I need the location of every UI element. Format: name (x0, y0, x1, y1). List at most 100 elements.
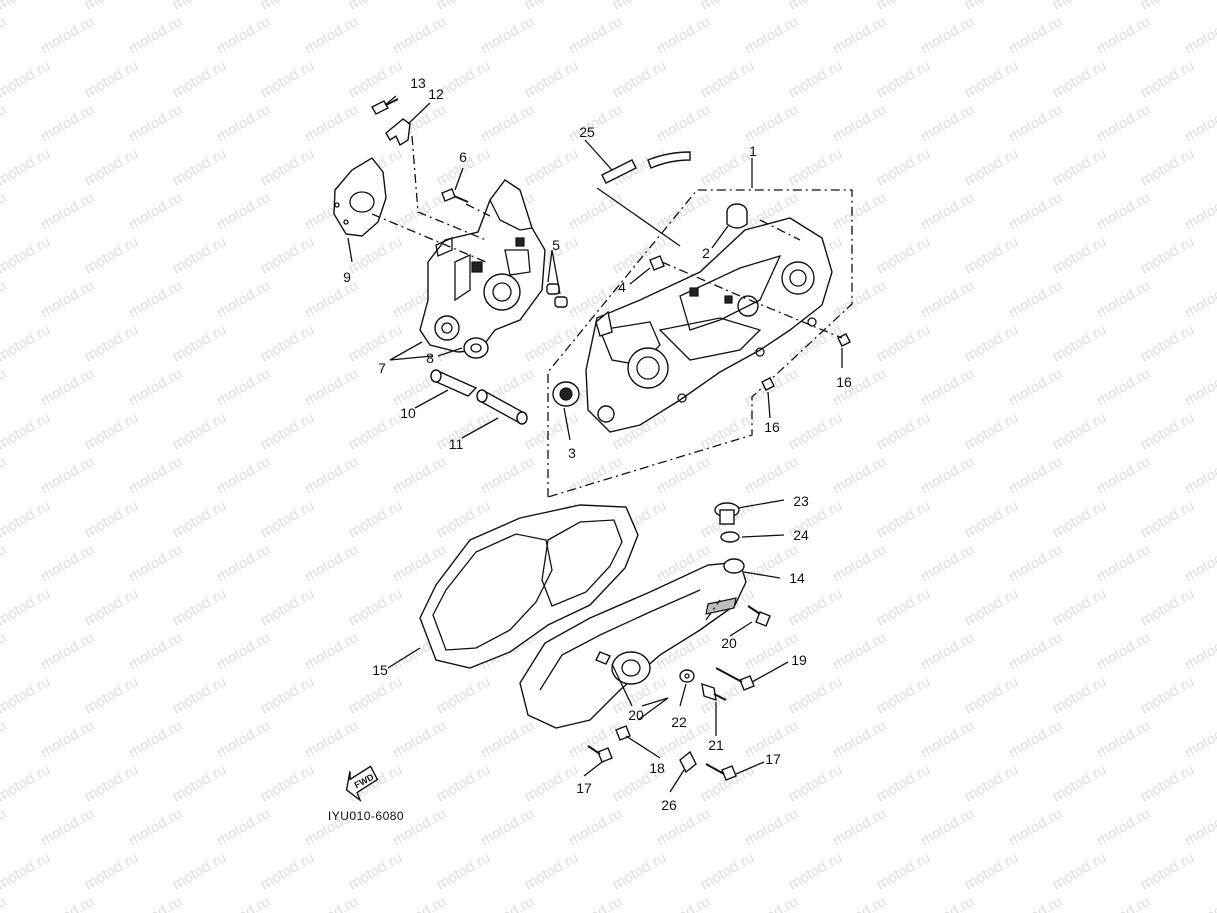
cover-plate-9 (333, 157, 387, 237)
watermark-text: motod.ru (1138, 761, 1198, 805)
watermark-text: motod.ru (742, 893, 802, 913)
watermark-text: motod.ru (302, 453, 362, 497)
callout-label: 1 (749, 143, 757, 159)
watermark-text: motod.ru (0, 277, 9, 321)
watermark-text: motod.ru (1094, 277, 1154, 321)
watermark-text: motod.ru (82, 409, 142, 453)
watermark-text: motod.ru (38, 277, 98, 321)
callout-label: 7 (378, 360, 386, 376)
watermark-text: motod.ru (874, 233, 934, 277)
watermark-text: motod.ru (1050, 497, 1110, 541)
callout-label: 18 (649, 760, 665, 776)
watermark-text: motod.ru (1182, 629, 1217, 673)
watermark-text: motod.ru (918, 101, 978, 145)
bracket-12 (385, 118, 411, 147)
bearing-3 (552, 381, 580, 407)
watermark-text: motod.ru (1094, 365, 1154, 409)
watermark-text: motod.ru (0, 673, 53, 717)
watermark-text: motod.ru (214, 893, 274, 913)
watermark-text: motod.ru (82, 761, 142, 805)
watermark-text: motod.ru (82, 321, 142, 365)
watermark-text: motod.ru (258, 585, 318, 629)
callout-label: 10 (400, 405, 416, 421)
callout-label: 21 (708, 737, 724, 753)
watermark-text: motod.ru (1182, 453, 1217, 497)
watermark-text: motod.ru (214, 629, 274, 673)
watermark-text: motod.ru (1050, 57, 1110, 101)
watermark-text: motod.ru (830, 717, 890, 761)
watermark-text: motod.ru (786, 761, 846, 805)
watermark-text: motod.ru (214, 101, 274, 145)
watermark-text: motod.ru (302, 629, 362, 673)
watermark-text: motod.ru (258, 145, 318, 189)
callout-label: 19 (791, 652, 807, 668)
watermark-text: motod.ru (0, 717, 9, 761)
watermark-text: motod.ru (786, 57, 846, 101)
watermark-text: motod.ru (610, 849, 670, 893)
watermark-text: motod.ru (82, 0, 142, 13)
watermark-text: motod.ru (258, 233, 318, 277)
callout-label: 17 (576, 780, 592, 796)
callout-label: 20 (721, 635, 737, 651)
callout-label: 25 (579, 124, 595, 140)
watermark-text: motod.ru (0, 409, 53, 453)
watermark-text: motod.ru (82, 585, 142, 629)
watermark-text: motod.ru (258, 849, 318, 893)
watermark-text: motod.ru (874, 321, 934, 365)
watermark-text: motod.ru (170, 849, 230, 893)
watermark-text: motod.ru (214, 805, 274, 849)
watermark-text: motod.ru (786, 145, 846, 189)
watermark-text: motod.ru (1050, 321, 1110, 365)
watermark-text: motod.ru (566, 189, 626, 233)
watermark-text: motod.ru (1006, 101, 1066, 145)
callout-label: 20 (628, 707, 644, 723)
right-crankcase-half (585, 217, 833, 433)
watermark-text: motod.ru (214, 541, 274, 585)
watermark-text: motod.ru (1006, 189, 1066, 233)
watermark-text: motod.ru (1050, 849, 1110, 893)
watermark-text: motod.ru (742, 101, 802, 145)
watermark-text: motod.ru (830, 189, 890, 233)
watermark-text: motod.ru (302, 541, 362, 585)
watermark-text: motod.ru (874, 145, 934, 189)
leader-lines (347, 95, 843, 793)
watermark-text: motod.ru (1094, 717, 1154, 761)
watermark-text: motod.ru (478, 893, 538, 913)
watermark-text: motod.ru (654, 453, 714, 497)
watermark-text: motod.ru (874, 761, 934, 805)
watermark-text: motod.ru (302, 717, 362, 761)
watermark-text: motod.ru (918, 629, 978, 673)
watermark-text: motod.ru (1006, 805, 1066, 849)
callout-label: 17 (765, 751, 781, 767)
watermark-text: motod.ru (1094, 629, 1154, 673)
watermark-text: motod.ru (1006, 717, 1066, 761)
watermark-text: motod.ru (1094, 189, 1154, 233)
watermark-text: motod.ru (126, 629, 186, 673)
watermark-text: motod.ru (962, 409, 1022, 453)
watermark-text: motod.ru (830, 453, 890, 497)
callout-label: 5 (552, 237, 560, 253)
watermark-text: motod.ru (258, 673, 318, 717)
watermark-text: motod.ru (522, 849, 582, 893)
watermark-text: motod.ru (82, 849, 142, 893)
watermark-text: motod.ru (1182, 277, 1217, 321)
watermark-text: motod.ru (82, 497, 142, 541)
watermark-text: motod.ru (0, 57, 53, 101)
assembly-boundary-1 (547, 189, 853, 498)
watermark-text: motod.ru (918, 189, 978, 233)
callout-label: 13 (410, 75, 426, 91)
watermark-text: motod.ru (1182, 13, 1217, 57)
watermark-text: motod.ru (214, 189, 274, 233)
watermark-text: motod.ru (214, 277, 274, 321)
watermark-text: motod.ru (390, 717, 450, 761)
watermark-text: motod.ru (566, 893, 626, 913)
watermark-text: motod.ru (962, 321, 1022, 365)
watermark-text: motod.ru (170, 57, 230, 101)
watermark-text: motod.ru (566, 101, 626, 145)
watermark-text: motod.ru (126, 893, 186, 913)
part-callouts: 1 2 3 4 5 6 7 8 9 10 11 12 13 14 15 16 1… (343, 75, 852, 813)
watermark-text: motod.ru (1182, 893, 1217, 913)
watermark-text: motod.ru (0, 893, 9, 913)
watermark-text: motod.ru (742, 805, 802, 849)
